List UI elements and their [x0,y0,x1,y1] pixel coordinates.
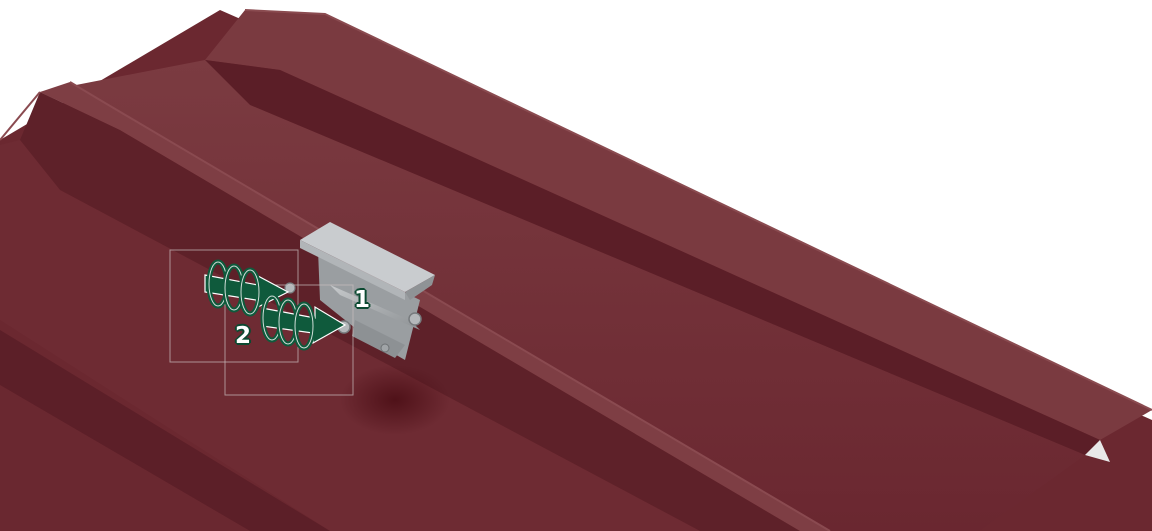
roof-rib-3 [0,330,330,531]
roof-flat-3 [0,385,250,531]
rib-edge-3 [0,91,41,141]
roof-flat-2 [0,140,700,531]
roof-top-rib [205,10,1152,440]
guide-frame-b [224,284,354,396]
rib-highlight-2 [69,81,831,531]
step-number-2: 2 [235,323,252,349]
roof-far-edge [1085,440,1110,462]
clamp-shadow [340,365,450,435]
roof-rib-2-top [40,82,830,531]
rotate-arrow-icon [260,293,347,351]
step-number-1: 1 [354,287,371,313]
roof-rib-face-1 [205,60,1100,455]
roof-flat-1 [40,60,1085,531]
rib-highlight-1 [244,9,1152,411]
